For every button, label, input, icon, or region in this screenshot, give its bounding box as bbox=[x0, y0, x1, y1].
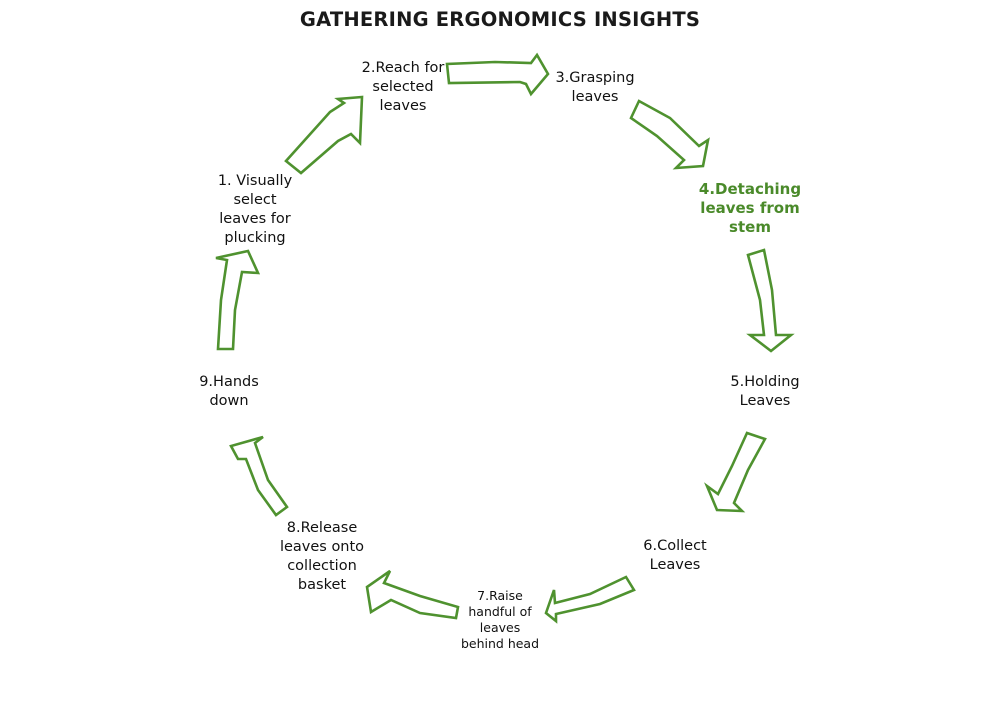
step-1-label: 1. Visually select leaves for plucking bbox=[217, 173, 293, 246]
arrow-3-to-4-icon bbox=[629, 99, 710, 170]
arrow-9-to-1-icon bbox=[215, 249, 261, 351]
step-2-label: 2.Reach for selected leaves bbox=[361, 60, 445, 114]
step-4-label: 4.Detaching leaves from stem bbox=[698, 180, 802, 236]
arrow-8-to-9-icon bbox=[229, 435, 289, 517]
step-7-label: 7.Raise handful of leaves behind head bbox=[460, 588, 540, 651]
step-8-label: 8.Release leaves onto collection basket bbox=[279, 520, 365, 593]
arrow-5-to-6-icon bbox=[704, 431, 767, 513]
arrow-6-to-7-icon bbox=[544, 575, 636, 624]
arrow-7-to-8-icon bbox=[365, 569, 460, 620]
arrow-4-to-5-icon bbox=[746, 248, 795, 353]
arrow-1-to-2-icon bbox=[284, 95, 364, 175]
step-6-label: 6.Collect Leaves bbox=[643, 538, 707, 573]
step-5-label: 5.Holding Leaves bbox=[730, 374, 800, 409]
diagram-title: GATHERING ERGONOMICS INSIGHTS bbox=[299, 8, 701, 31]
step-3-label: 3.Grasping leaves bbox=[555, 70, 635, 105]
step-9-label: 9.Hands down bbox=[199, 374, 259, 409]
arrow-2-to-3-icon bbox=[445, 52, 550, 97]
